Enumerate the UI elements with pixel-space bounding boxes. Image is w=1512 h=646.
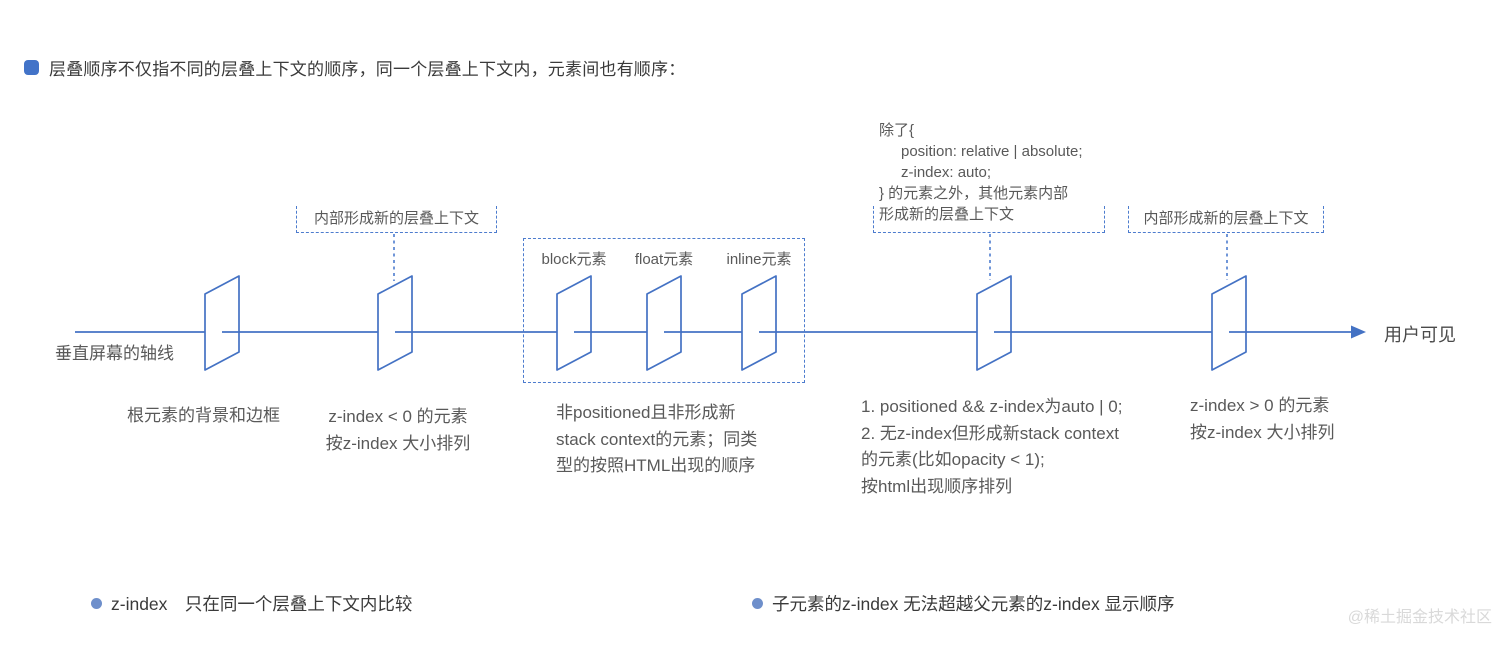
caption-line: z-index > 0 的元素 (1190, 396, 1330, 415)
inline-elements-label: inline元素 (726, 251, 792, 268)
caption-line: stack context的元素；同类 (556, 429, 758, 449)
caption-positive-zindex: z-index > 0 的元素 按z-index 大小排列 (1190, 393, 1335, 446)
caption-line: 按z-index 大小排列 (325, 433, 471, 453)
plane-positive-zindex (1211, 275, 1247, 371)
watermark: @稀土掘金技术社区 (1347, 609, 1492, 626)
callout-positive-context-label: 内部形成新的层叠上下文 (1143, 210, 1309, 227)
caption-line: 非positioned且非形成新 (556, 403, 736, 422)
axis-label: 垂直屏幕的轴线 (55, 344, 174, 363)
square-bullet-icon (24, 60, 39, 75)
note-text: 子元素的z-index 无法超越父元素的z-index 显示顺序 (772, 594, 1175, 614)
note-text: z-index 只在同一个层叠上下文内比较 (111, 594, 413, 614)
callout-positive-context: 内部形成新的层叠上下文 (1128, 206, 1324, 233)
callout-positioned-context-box (873, 206, 1105, 233)
caption-line: 2. 无z-index但形成新stack context (861, 423, 1119, 443)
note-zindex-scope: z-index 只在同一个层叠上下文内比较 (91, 591, 412, 616)
plane-inline-elements (741, 275, 777, 371)
caption-line: 按html出现顺序排列 (861, 476, 1013, 496)
exception-line: } 的元素之外，其他元素内部 (879, 185, 1069, 202)
caption-line: 1. positioned && z-index为auto | 0; (861, 397, 1123, 416)
page-title: 层叠顺序不仅指不同的层叠上下文的顺序，同一个层叠上下文内，元素间也有顺序： (49, 60, 686, 79)
block-elements-label: block元素 (541, 251, 607, 268)
exception-line: 除了{ (879, 122, 915, 139)
plane-positioned-auto (976, 275, 1012, 371)
float-elements-label: float元素 (634, 251, 694, 268)
user-visible-label: 用户可见 (1384, 325, 1456, 345)
round-bullet-icon (752, 598, 763, 609)
caption-line: 型的按照HTML出现的顺序 (556, 456, 756, 475)
caption-normal-flow: 非positioned且非形成新 stack context的元素；同类 型的按… (556, 400, 757, 480)
exception-line: 形成新的层叠上下文 (879, 206, 1015, 223)
note-child-zindex: 子元素的z-index 无法超越父元素的z-index 显示顺序 (752, 591, 1175, 616)
callout-negative-context-label: 内部形成新的层叠上下文 (313, 210, 479, 227)
axis-arrowhead-icon (1351, 325, 1366, 339)
page-title-row: 层叠顺序不仅指不同的层叠上下文的顺序，同一个层叠上下文内，元素间也有顺序： (24, 55, 685, 80)
exception-line: position: relative | absolute; (901, 143, 1083, 160)
plane-negative-zindex (377, 275, 413, 371)
plane-block-elements (556, 275, 592, 371)
plane-root-background (204, 275, 240, 371)
caption-line: 的元素(比如opacity < 1); (861, 450, 1045, 469)
caption-root-background: 根元素的背景和边框 (127, 406, 280, 425)
exception-rule-text: 除了{ position: relative | absolute; z-ind… (879, 120, 1083, 225)
caption-negative-zindex: z-index < 0 的元素 按z-index 大小排列 (318, 404, 478, 457)
caption-positioned: 1. positioned && z-index为auto | 0; 2. 无z… (861, 394, 1122, 500)
caption-line: 按z-index 大小排列 (1190, 422, 1335, 442)
callout-negative-context: 内部形成新的层叠上下文 (296, 206, 497, 233)
round-bullet-icon (91, 598, 102, 609)
caption-line: z-index < 0 的元素 (328, 407, 468, 426)
exception-line: z-index: auto; (901, 164, 992, 181)
normal-flow-group-box (523, 238, 805, 383)
plane-float-elements (646, 275, 682, 371)
